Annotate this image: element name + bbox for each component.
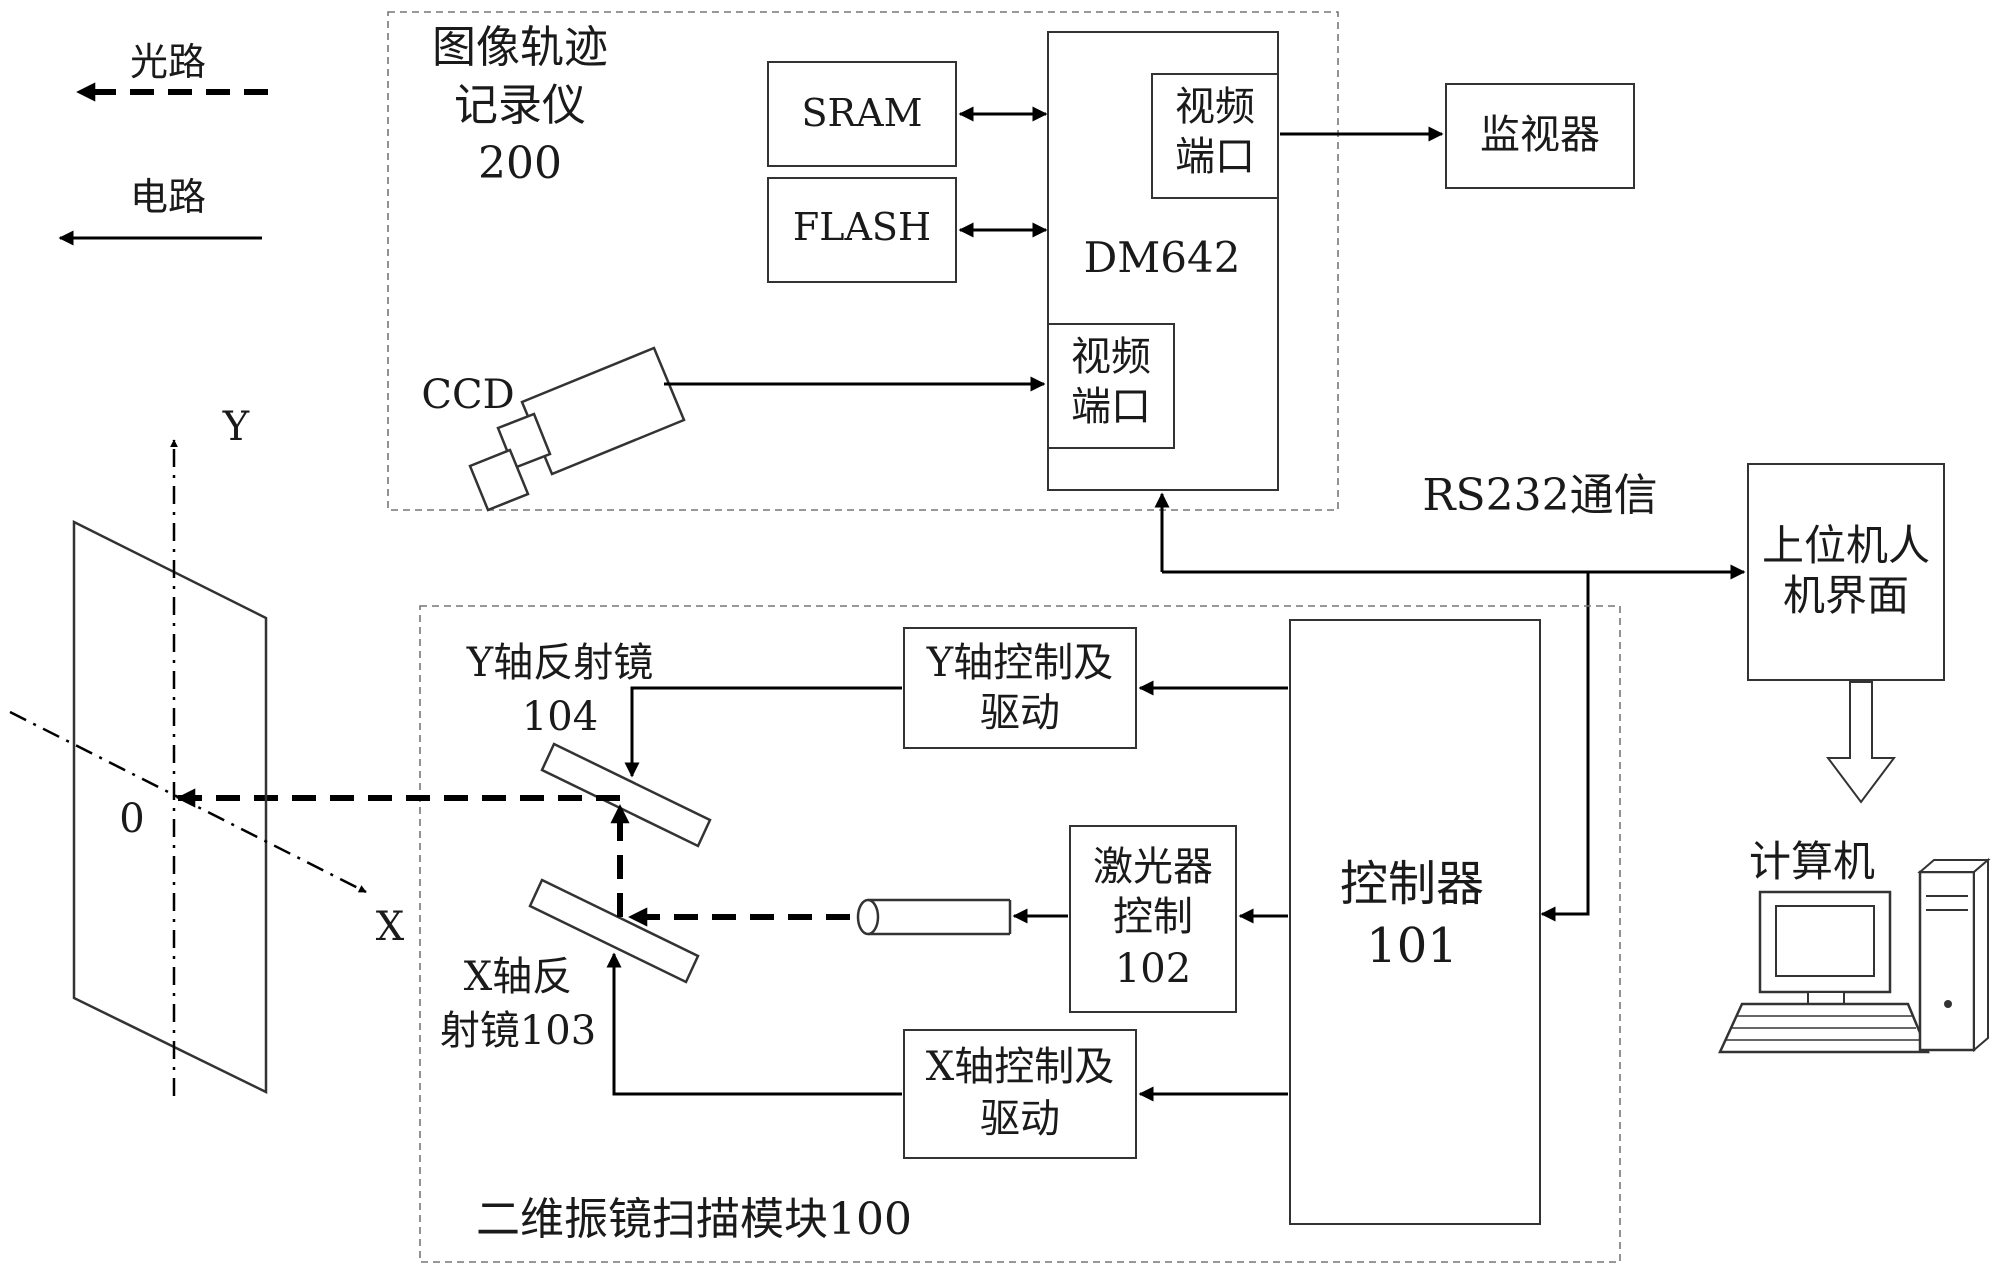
scanner-title: 二维振镜扫描模块100 xyxy=(476,1194,912,1245)
host-down-arrow-icon xyxy=(1828,682,1894,802)
y-mirror-label-line2: 104 xyxy=(522,694,598,740)
recorder-title-line2: 记录仪 xyxy=(454,80,586,131)
origin-label: 0 xyxy=(119,796,144,842)
laser-icon xyxy=(858,900,1010,934)
laser-control-line2: 控制 xyxy=(1113,894,1193,940)
legend: 光路 电路 xyxy=(60,40,268,238)
legend-light-path-label: 光路 xyxy=(130,40,206,84)
y-mirror-label-line1: Y轴反射镜 xyxy=(466,640,653,686)
video-port-in-line2: 端口 xyxy=(1071,384,1151,430)
host-ui-line1: 上位机人 xyxy=(1762,521,1930,570)
controller-line1: 控制器 xyxy=(1340,856,1484,912)
laser-control-line1: 激光器 xyxy=(1093,844,1213,890)
y-axis-label: Y xyxy=(222,404,250,450)
monitor-label: 监视器 xyxy=(1480,112,1600,158)
projection-plane xyxy=(74,522,266,1092)
x-mirror-label-line1: X轴反 xyxy=(464,954,572,1000)
video-port-out-line2: 端口 xyxy=(1175,134,1255,180)
computer-icon xyxy=(1720,860,1988,1052)
host-ui-line2: 机界面 xyxy=(1783,571,1909,620)
computer-label: 计算机 xyxy=(1749,837,1875,886)
dm642-label: DM642 xyxy=(1084,233,1241,282)
legend-circuit-label: 电路 xyxy=(130,175,206,219)
sram-label: SRAM xyxy=(802,91,923,135)
controller-line2: 101 xyxy=(1366,918,1458,974)
laser-control-line3: 102 xyxy=(1115,946,1191,992)
x-axis-label: X xyxy=(376,904,405,950)
y-drive-line2: 驱动 xyxy=(980,690,1060,736)
recorder-module: 图像轨迹 记录仪 200 SRAM FLASH DM642 视频 端口 视频 端… xyxy=(388,12,1634,510)
video-port-in-line1: 视频 xyxy=(1071,334,1151,380)
x-drive-to-x-mirror-arrow xyxy=(614,954,902,1094)
rs232-to-controller-arrow xyxy=(1542,572,1588,914)
x-drive-line2: 驱动 xyxy=(980,1096,1060,1142)
y-drive-line1: Y轴控制及 xyxy=(926,640,1113,686)
host-module: 上位机人 机界面 计算机 xyxy=(1720,464,1988,1052)
x-drive-line1: X轴控制及 xyxy=(926,1044,1114,1090)
y-drive-to-y-mirror-arrow xyxy=(632,688,902,776)
x-axis xyxy=(10,712,366,892)
recorder-number: 200 xyxy=(478,138,562,189)
rs232-label: RS232通信 xyxy=(1422,470,1657,521)
ccd-label: CCD xyxy=(421,372,514,418)
flash-label: FLASH xyxy=(793,205,931,249)
video-port-out-line1: 视频 xyxy=(1175,84,1255,130)
target-plane: Y X 0 xyxy=(10,404,405,1096)
recorder-title-line1: 图像轨迹 xyxy=(432,22,608,73)
x-mirror-label-line2: 射镜103 xyxy=(440,1008,596,1054)
